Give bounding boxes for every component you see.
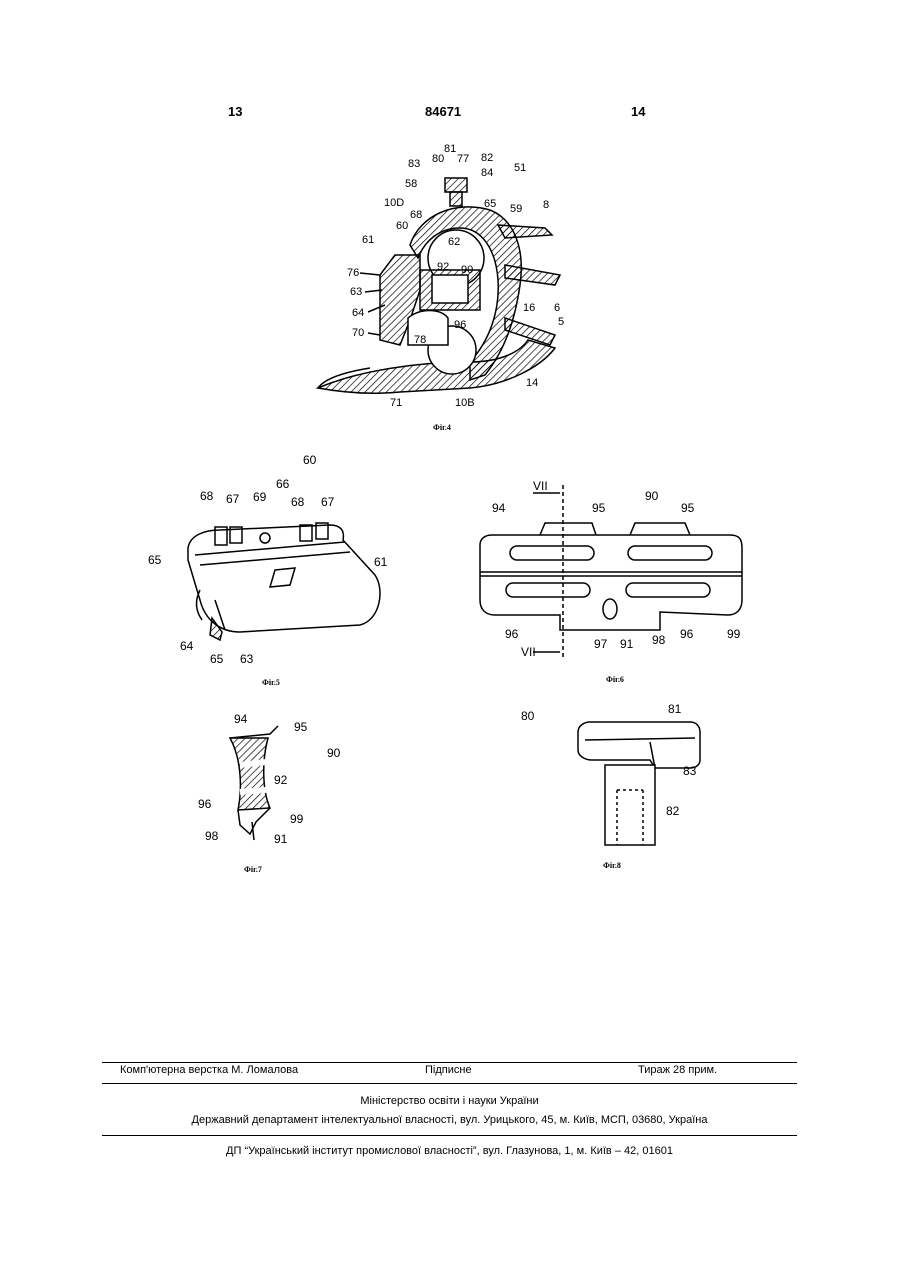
fig6-label: 97: [594, 637, 608, 651]
fig4-label: 8: [543, 199, 549, 211]
fig4-label: 10B: [455, 397, 475, 409]
fig4-label: 63: [350, 286, 362, 298]
fig5-label: 69: [253, 490, 267, 504]
fig5-label: 60: [303, 453, 317, 467]
department-line: Державний департамент інтелектуальної вл…: [102, 1114, 797, 1126]
figure-7: [230, 726, 278, 840]
fig5-label: 66: [276, 477, 290, 491]
fig6-label: 91: [620, 637, 634, 651]
fig5-label: 67: [321, 495, 335, 509]
fig4-label: 16: [523, 302, 535, 314]
fig5-label: 63: [240, 652, 254, 666]
fig6-label: 90: [645, 489, 659, 503]
footer-rule: [102, 1083, 797, 1084]
fig7-label: 98: [205, 829, 219, 843]
signed-note: Підписне: [425, 1064, 472, 1076]
institute-line: ДП “Український інститут промислової вла…: [102, 1145, 797, 1157]
fig4-label: 92: [437, 261, 449, 273]
fig6-label: VII: [533, 479, 548, 493]
fig5-label: 68: [200, 489, 214, 503]
figure-7-labels: 94 95 90 92 96 99 98 91 Фіг.7: [198, 712, 341, 874]
fig5-label: 65: [210, 652, 224, 666]
fig7-label: 90: [327, 746, 341, 760]
fig5-label: 61: [374, 555, 388, 569]
fig6-label: 96: [505, 627, 519, 641]
fig4-caption: Фіг.4: [433, 423, 451, 432]
fig4-label: 65: [484, 198, 496, 210]
figure-6: [480, 485, 742, 660]
fig6-label: 98: [652, 633, 666, 647]
print-run: Тираж 28 прим.: [638, 1064, 717, 1076]
fig4-label: 60: [396, 220, 408, 232]
fig8-caption: Фіг.8: [603, 861, 621, 870]
fig7-label: 96: [198, 797, 212, 811]
fig5-label: 65: [148, 553, 162, 567]
fig4-label: 78: [414, 334, 426, 346]
figure-5: [188, 523, 380, 640]
fig6-label: 99: [727, 627, 741, 641]
fig7-label: 92: [274, 773, 288, 787]
figure-6-labels: VII 90 94 95 95 96 97 91 98 96 99 VII Фі…: [492, 479, 741, 684]
fig4-label: 62: [448, 236, 460, 248]
fig8-label: 80: [521, 709, 535, 723]
fig4-label: 61: [362, 234, 374, 246]
footer-rule: [102, 1062, 797, 1063]
fig7-label: 94: [234, 712, 248, 726]
fig6-label: 96: [680, 627, 694, 641]
fig8-label: 81: [668, 702, 682, 716]
footer-rule: [102, 1135, 797, 1136]
fig4-label: 82: [481, 152, 493, 164]
fig5-label: 67: [226, 492, 240, 506]
fig4-label: 71: [390, 397, 402, 409]
fig7-label: 91: [274, 832, 288, 846]
figure-8: [578, 722, 700, 845]
fig4-label: 5: [558, 316, 564, 328]
layout-credit: Комп'ютерна верстка М. Ломалова: [120, 1064, 298, 1076]
fig6-label: 95: [592, 501, 606, 515]
fig4-label: 90: [461, 264, 473, 276]
fig4-label: 96: [454, 319, 466, 331]
fig6-label: VII: [521, 645, 536, 659]
fig5-caption: Фіг.5: [262, 678, 280, 687]
fig4-label: 68: [410, 209, 422, 221]
fig4-label: 77: [457, 153, 469, 165]
fig4-label: 81: [444, 143, 456, 155]
fig4-label: 84: [481, 167, 493, 179]
fig7-label: 95: [294, 720, 308, 734]
fig4-label: 76: [347, 267, 359, 279]
fig5-label: 68: [291, 495, 305, 509]
fig4-label: 80: [432, 153, 444, 165]
fig7-caption: Фіг.7: [244, 865, 262, 874]
fig8-label: 82: [666, 804, 680, 818]
fig4-label: 51: [514, 162, 526, 174]
fig4-label: 83: [408, 158, 420, 170]
fig6-label: 95: [681, 501, 695, 515]
fig4-label: 70: [352, 327, 364, 339]
fig4-label: 58: [405, 178, 417, 190]
figures-drawing: 81 80 77 82 83 84 51 58 10D 68 65 59 8 6…: [0, 0, 901, 900]
fig4-label: 6: [554, 302, 560, 314]
fig5-label: 64: [180, 639, 194, 653]
fig6-label: 94: [492, 501, 506, 515]
fig4-label: 64: [352, 307, 364, 319]
fig4-label: 10D: [384, 197, 404, 209]
fig8-label: 83: [683, 764, 697, 778]
fig6-caption: Фіг.6: [606, 675, 624, 684]
fig7-label: 99: [290, 812, 304, 826]
ministry-line: Міністерство освіти і науки України: [102, 1095, 797, 1107]
fig4-label: 59: [510, 203, 522, 215]
fig4-label: 14: [526, 377, 538, 389]
